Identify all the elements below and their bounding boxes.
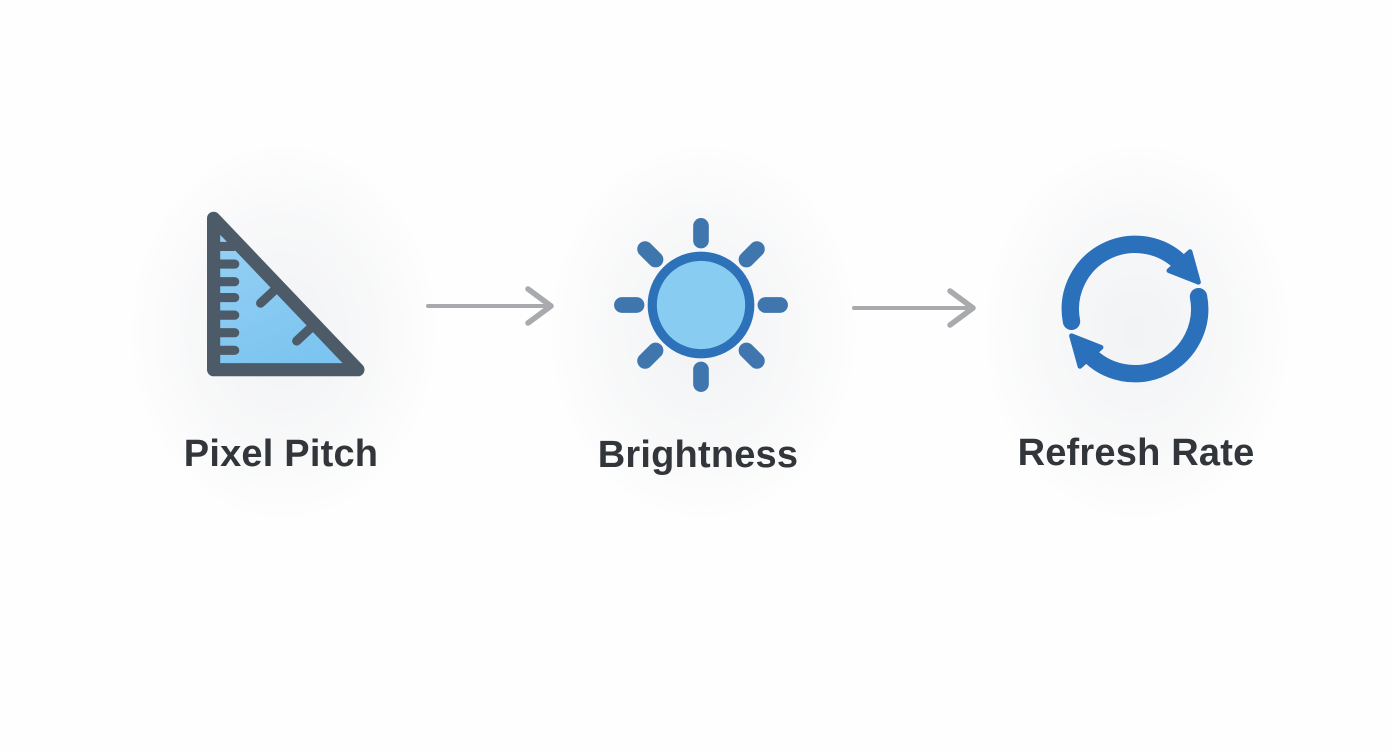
step-label-refresh-rate: Refresh Rate (1017, 432, 1255, 474)
refresh-cycle-icon (1056, 230, 1214, 388)
arrow-right-icon (850, 288, 986, 333)
sun-icon (609, 213, 793, 397)
step-label-brightness: Brightness (597, 434, 799, 476)
arrow-right-icon (424, 286, 564, 331)
ruler-triangle-icon (196, 204, 372, 384)
step-label-pixel-pitch: Pixel Pitch (183, 433, 379, 475)
